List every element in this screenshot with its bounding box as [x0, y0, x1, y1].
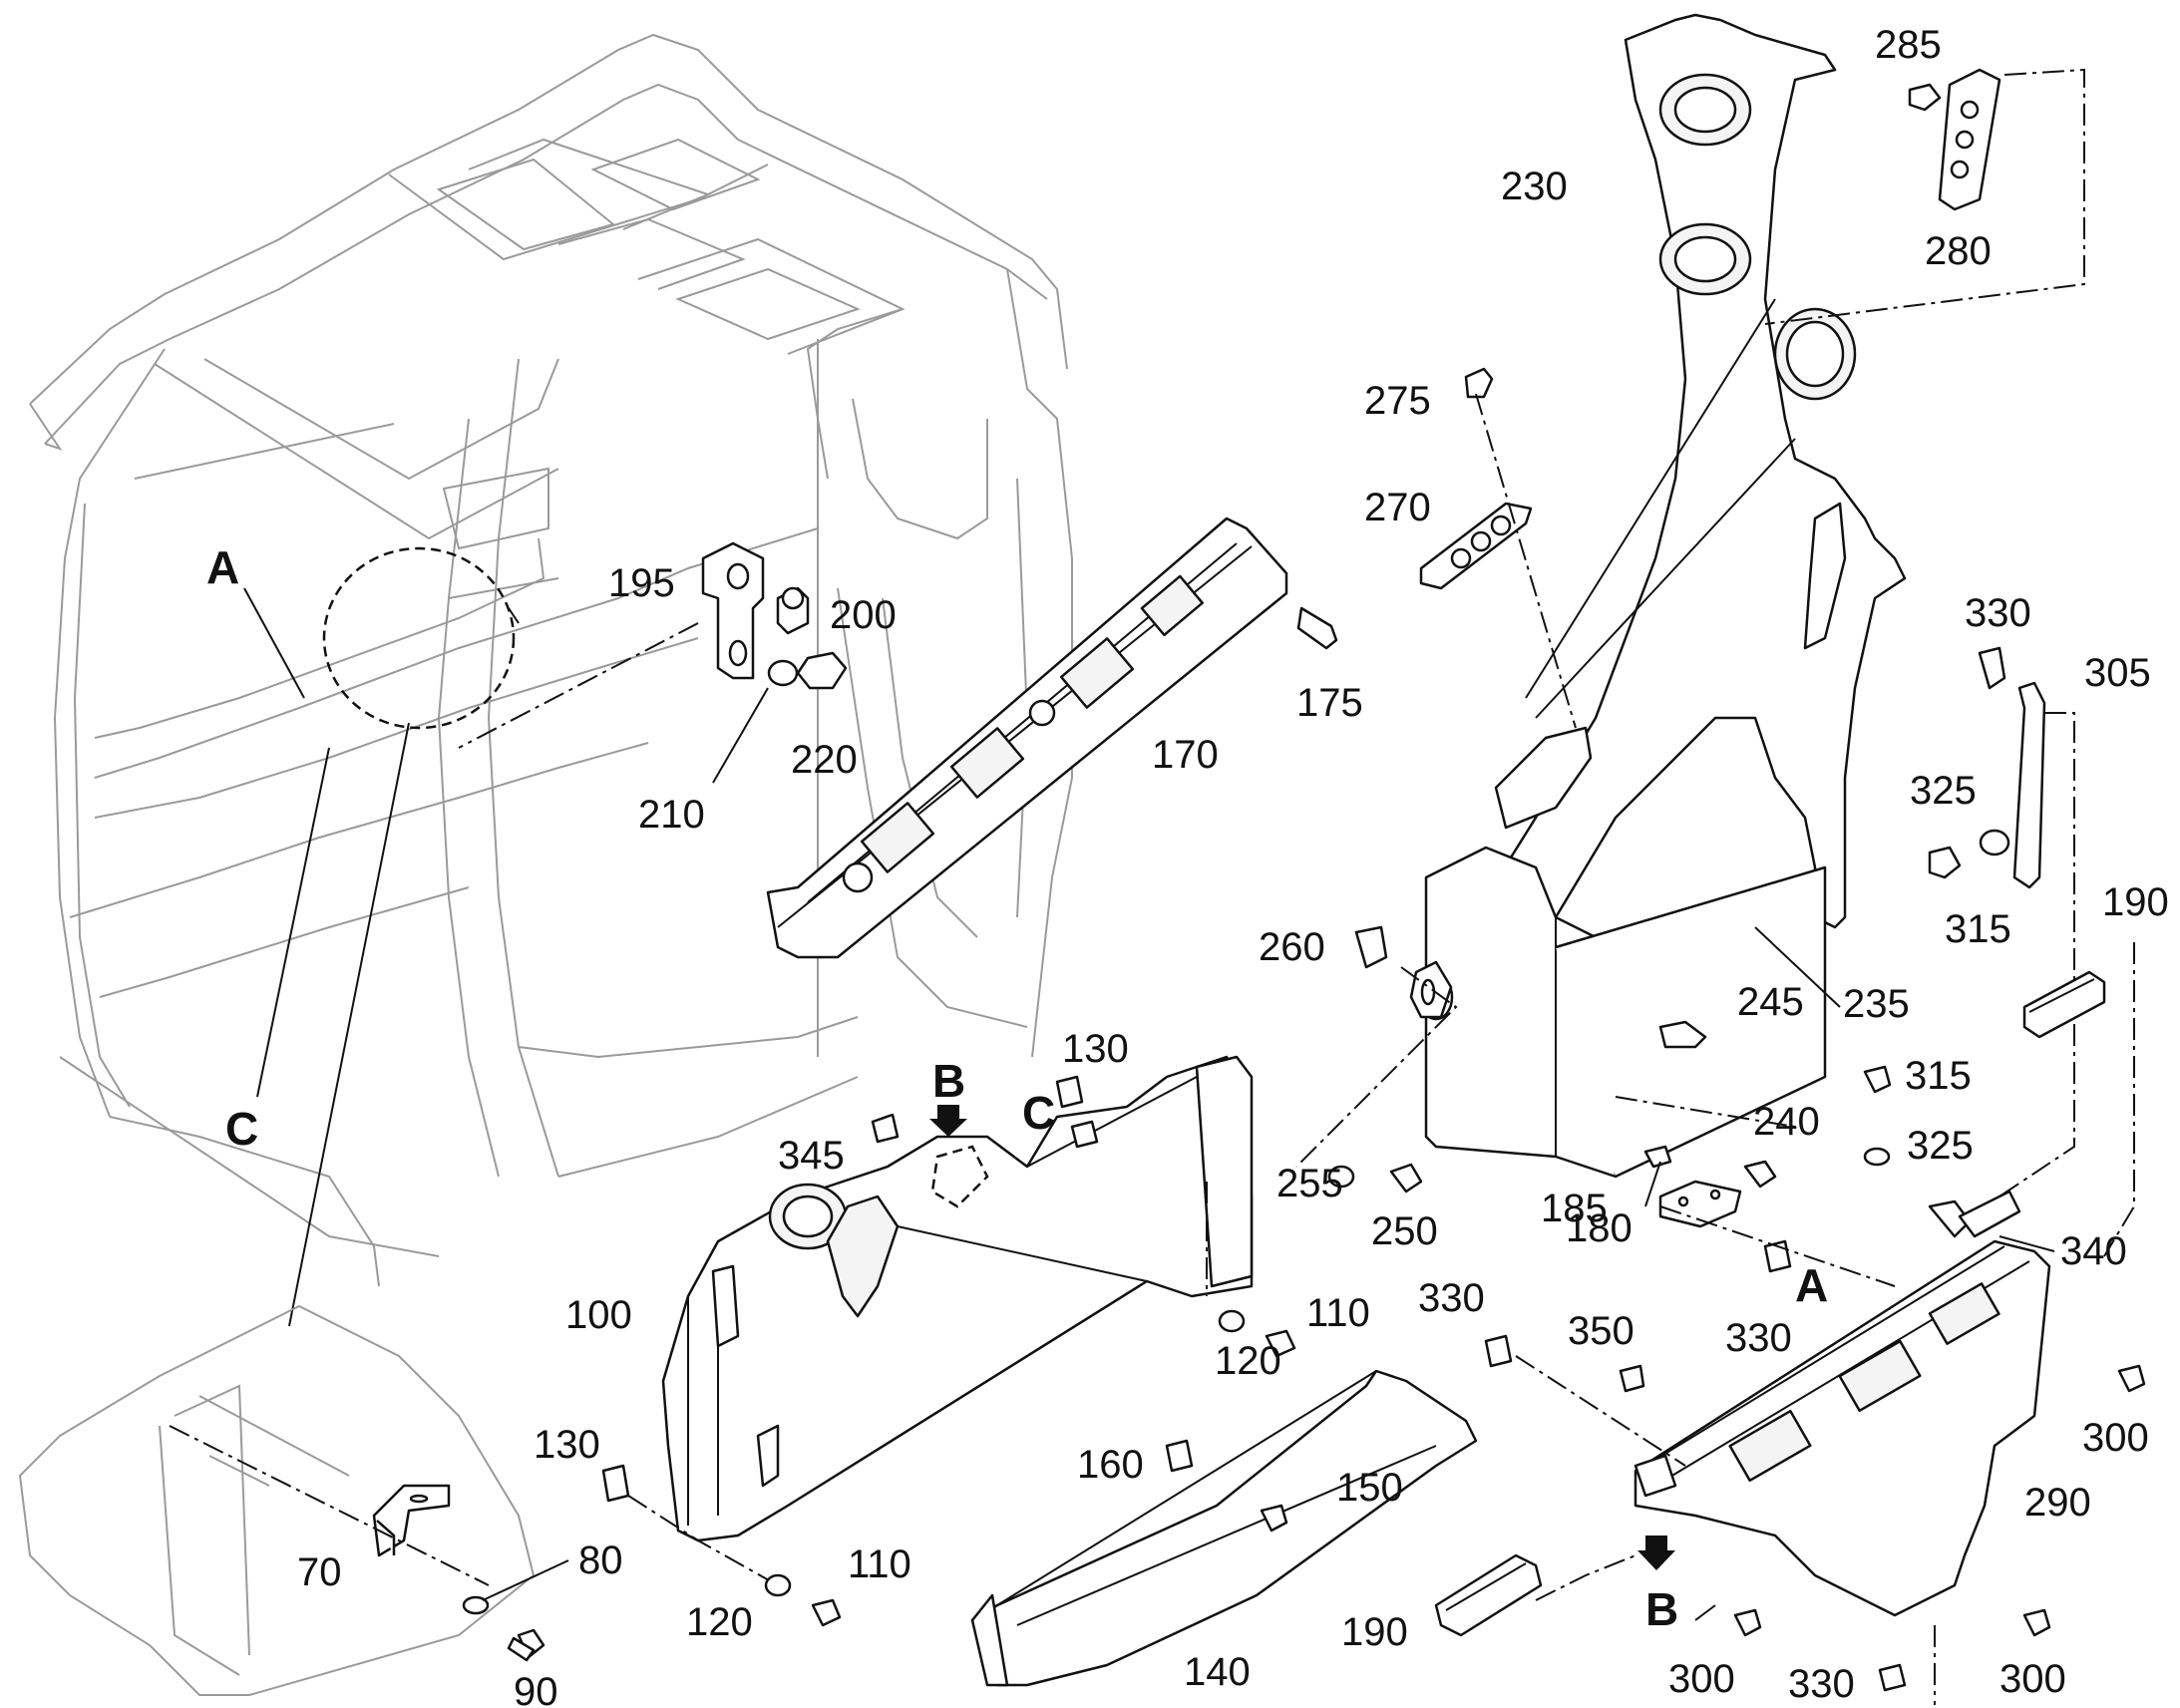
label-230: 230 — [1501, 165, 1568, 208]
label-235: 235 — [1843, 982, 1910, 1026]
label-195: 195 — [608, 561, 675, 605]
label-300a: 300 — [2082, 1416, 2149, 1460]
label-325b: 325 — [1907, 1124, 1974, 1168]
part-305-bracket: 330 305 325 315 — [1910, 591, 2151, 1207]
callout-C-cab: C — [225, 1103, 258, 1155]
part-100-trim: 100 130 C 345 B 120 110 — [565, 1027, 1370, 1542]
label-220: 220 — [791, 738, 858, 782]
label-120b: 120 — [686, 1600, 753, 1644]
label-350: 350 — [1568, 1309, 1635, 1353]
label-330b: 330 — [1725, 1316, 1792, 1360]
label-330d: 330 — [1788, 1662, 1855, 1706]
label-240: 240 — [1753, 1100, 1820, 1144]
callout-A-panel: A — [1795, 1259, 1828, 1311]
part-170-rail: 170 175 — [766, 516, 1363, 959]
label-260: 260 — [1259, 925, 1325, 969]
label-300b: 300 — [1668, 1657, 1735, 1701]
part-230-pillar: 230 245 235 — [1418, 13, 1910, 1179]
label-305: 305 — [2084, 651, 2151, 695]
detail-callout — [288, 546, 520, 1327]
label-245: 245 — [1737, 980, 1804, 1024]
label-70: 70 — [297, 1550, 342, 1594]
label-290: 290 — [2024, 1481, 2091, 1525]
label-190b: 190 — [1341, 1610, 1408, 1654]
label-130a: 130 — [1062, 1027, 1129, 1071]
part-290-panel: 340 290 300 300 300 330 — [1634, 1190, 2149, 1706]
part-190-vent-right: 190 — [2022, 880, 2169, 1257]
label-275: 275 — [1364, 379, 1431, 423]
part-330-clips: 330 A 330 350 — [1418, 1205, 1896, 1467]
label-175: 175 — [1296, 681, 1363, 725]
bracket-assembly: 195 200 220 210 — [458, 541, 897, 837]
label-180: 180 — [1566, 1206, 1633, 1250]
cab-frame — [29, 33, 1073, 1287]
callout-A-cab: A — [206, 541, 239, 593]
label-250: 250 — [1371, 1209, 1438, 1253]
label-80: 80 — [578, 1538, 623, 1582]
label-315a: 315 — [1945, 907, 2011, 951]
part-130-clip-lower: 130 120 110 — [534, 1423, 911, 1644]
label-140: 140 — [1184, 1650, 1251, 1694]
label-130b: 130 — [534, 1423, 600, 1467]
callout-B-bottom: B — [1637, 1536, 1678, 1635]
part-280-plate: 285 280 — [1764, 23, 2085, 325]
label-330c: 330 — [1418, 1276, 1485, 1320]
label-345: 345 — [778, 1134, 845, 1178]
callout-C-top: C — [1022, 1087, 1055, 1139]
label-90: 90 — [514, 1670, 558, 1708]
part-190-vent-bottom: 190 — [1341, 1553, 1636, 1654]
callout-B-top: B — [932, 1055, 965, 1107]
label-270: 270 — [1364, 486, 1431, 529]
label-285: 285 — [1875, 23, 1942, 67]
label-160: 160 — [1077, 1443, 1144, 1487]
label-120a: 120 — [1215, 1339, 1281, 1383]
label-185: 185 — [1541, 1187, 1608, 1230]
label-315b: 315 — [1905, 1054, 1972, 1098]
callout-B-bottom-text: B — [1645, 1583, 1678, 1635]
label-280: 280 — [1925, 229, 1992, 273]
label-150: 150 — [1336, 1466, 1403, 1510]
label-255: 255 — [1276, 1162, 1343, 1205]
part-270-plate: 275 270 — [1364, 367, 1577, 729]
label-200: 200 — [830, 593, 897, 637]
part-260-clip: 260 255 250 — [1259, 925, 1458, 1253]
inset-detail: 70 80 90 — [18, 1304, 623, 1708]
label-300c: 300 — [1999, 1657, 2066, 1701]
label-340: 340 — [2060, 1229, 2127, 1273]
label-100: 100 — [565, 1293, 632, 1337]
part-315-screw-lower: 315 325 — [1863, 1054, 1974, 1168]
label-330a: 330 — [1965, 591, 2031, 635]
label-325a: 325 — [1910, 769, 1977, 813]
label-190a: 190 — [2102, 880, 2169, 924]
label-110a: 110 — [1306, 1291, 1370, 1335]
part-140-panel: 160 150 140 — [970, 1369, 1478, 1694]
label-210: 210 — [638, 793, 705, 837]
label-110b: 110 — [848, 1542, 911, 1586]
label-170: 170 — [1152, 733, 1219, 777]
part-180-plate: 240 185 180 — [1541, 1096, 1820, 1250]
